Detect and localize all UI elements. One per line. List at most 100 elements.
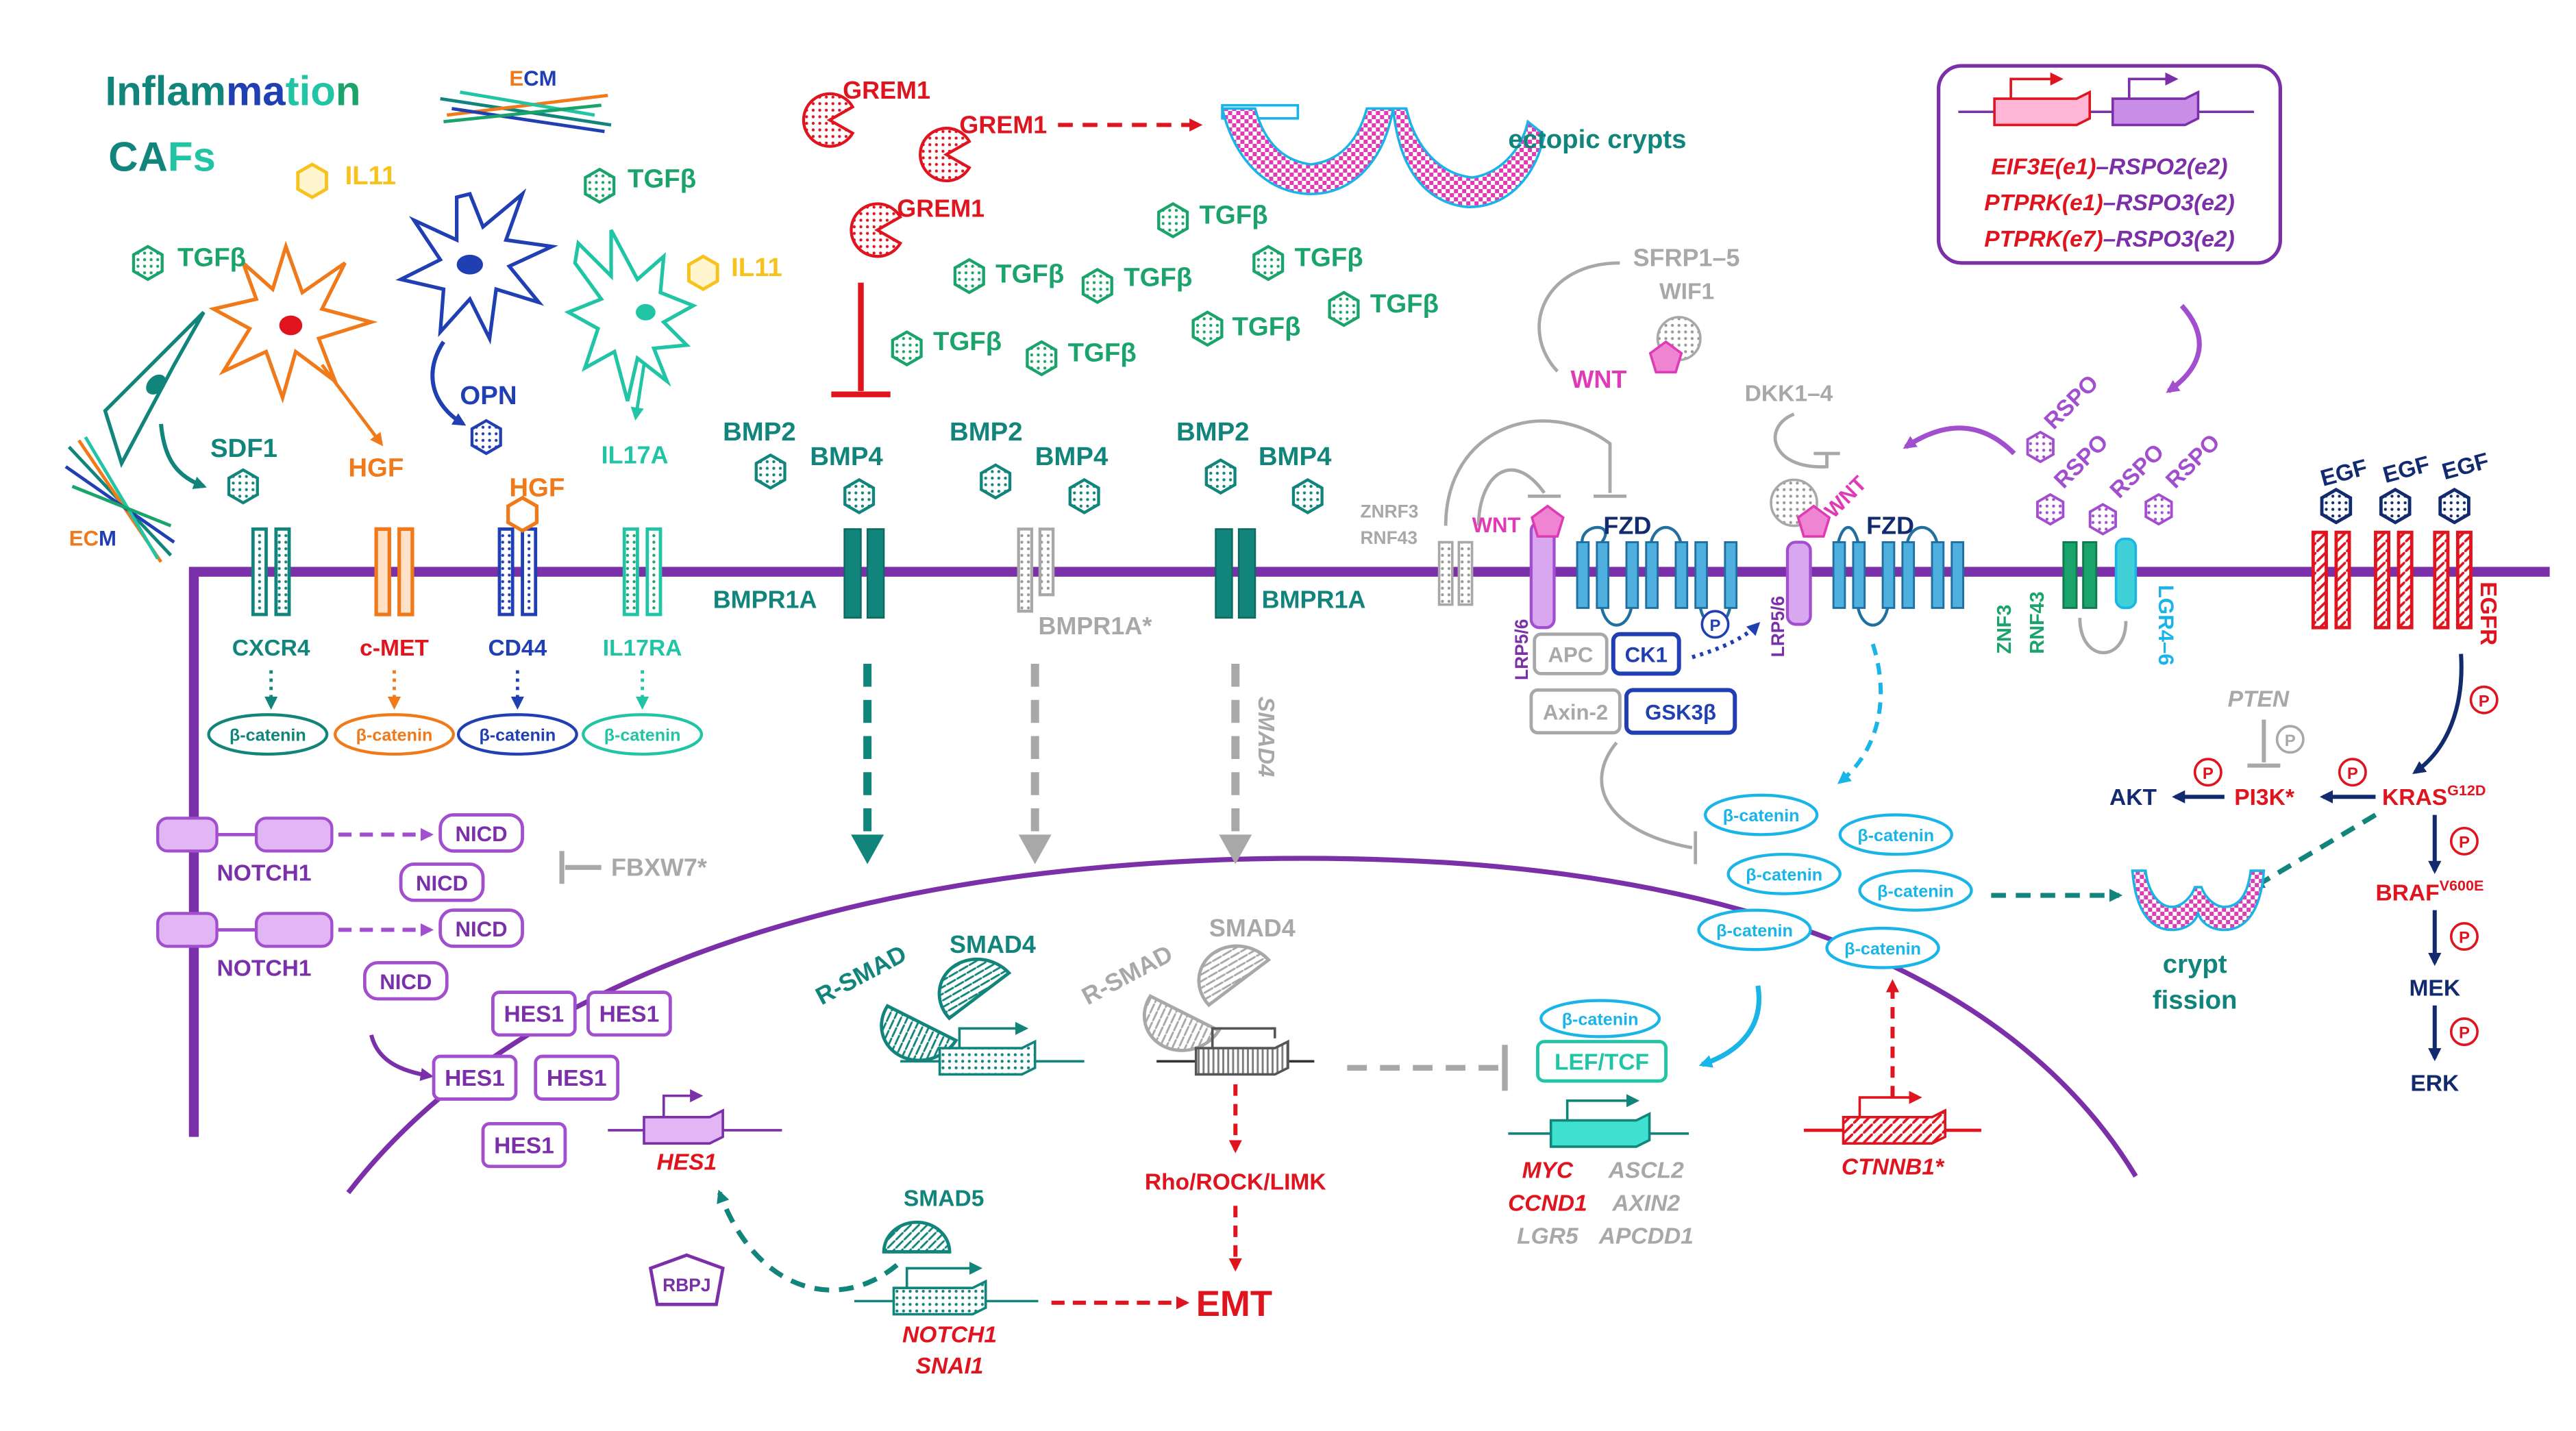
wnt-label: WNT (1472, 513, 1521, 537)
grem1-inhibition (831, 282, 891, 397)
arrow-kras-crypt-fission (2251, 812, 2377, 890)
opn-hexagon (472, 421, 501, 453)
notch1-label: NOTCH1 (217, 860, 312, 886)
ecm-label-top: ECM (509, 66, 556, 90)
notch1-receptor-top (156, 817, 334, 853)
phospho-badge (2275, 725, 2305, 754)
tgfb-hexagon (585, 169, 614, 202)
svg-text:NICD: NICD (456, 822, 508, 846)
bmp2-hexagon (981, 465, 1010, 498)
cxcr4-label: CXCR4 (232, 636, 310, 661)
phospho-badge (2449, 826, 2479, 856)
ctnnb1-gene (1803, 1091, 1981, 1145)
notch1-gene-label: NOTCH1 (902, 1322, 997, 1347)
rnf43-label: RNF43 (2027, 591, 2048, 654)
bmp2-label: BMP2 (723, 417, 796, 447)
tgfb-label: TGFβ (1295, 243, 1363, 273)
fibroblast-teal-cell (103, 310, 206, 469)
arrow-egfr-kras (2412, 654, 2464, 774)
lef-tcf-complex: β-catenin LEF/TCF (1536, 999, 1668, 1083)
sfrp-label: SFRP1–5 (1633, 244, 1740, 272)
arrow-teal-sdf1 (159, 423, 207, 489)
fbxw7-inhibition (559, 851, 602, 884)
hes1-protein: HES1 (481, 1121, 567, 1169)
phospho-badge (2338, 758, 2367, 787)
erk-label: ERK (2410, 1071, 2459, 1096)
lgr5-gene: LGR5 (1517, 1223, 1579, 1249)
svg-text:β-catenin: β-catenin (479, 726, 556, 745)
wnt-ligand (1531, 504, 1565, 538)
rspo-ligand (2026, 430, 2055, 463)
znf3-label: ZNF3 (1994, 605, 2016, 654)
lgr46-label: LGR4–6 (2154, 585, 2178, 666)
feedback-loop (1476, 468, 1546, 526)
arrow-bcat-lef (1698, 985, 1761, 1068)
cmet-receptor (374, 527, 414, 617)
grem1-label: GREM1 (897, 195, 984, 223)
arrow-blue-opn (430, 340, 467, 426)
arrowhead (851, 834, 884, 864)
ecm-label-left: ECM (69, 526, 116, 550)
ctnnb1-label: CTNNB1* (1842, 1155, 1945, 1180)
grem1-protein (851, 204, 900, 257)
phospho-label: P (2347, 764, 2358, 783)
cafs-label: CAFs (108, 134, 216, 180)
phospho-badge (2193, 758, 2222, 787)
ascl2-gene: ASCL2 (1608, 1158, 1684, 1184)
znrf3-top-label: ZNRF3 (1361, 501, 1419, 522)
lgr46-receptor (2114, 537, 2138, 610)
beta-catenin: β-catenin (1726, 852, 1842, 895)
caf-orange-cell (208, 240, 378, 404)
tgfb-label: TGFβ (1068, 338, 1137, 368)
bmp4-label: BMP4 (1035, 442, 1109, 471)
ectopic-crypts (1220, 103, 1546, 209)
smad4-mutant-protein (1197, 944, 1272, 1008)
rspo-label: RSPO (2049, 430, 2113, 493)
smad4-mutant-label: SMAD4 (1209, 914, 1296, 942)
fzd-label: FZD (1866, 512, 1914, 540)
tgfb-hexagon (134, 247, 162, 279)
kras-label: KRASG12D (2382, 782, 2486, 810)
rspo-fusion-box (1936, 64, 2283, 265)
beta-catenin-cxcr4: β-catenin (207, 713, 329, 756)
pi3k-label: PI3K* (2234, 785, 2295, 810)
il11-hexagon (689, 256, 717, 289)
notch1-label: NOTCH1 (217, 956, 312, 982)
bmp2-hexagon (1206, 460, 1235, 493)
ck1-protein: CK1 (1611, 632, 1681, 676)
svg-text:β-catenin: β-catenin (1877, 882, 1954, 901)
myc-gene: MYC (1522, 1158, 1574, 1184)
svg-text:β-catenin: β-catenin (1716, 921, 1793, 941)
egf-label: EGF (2380, 451, 2432, 488)
smad4-mutant-label: SMAD4 (1253, 697, 1278, 777)
lrp56-receptor (1785, 540, 1812, 626)
hes1-gene (608, 1089, 782, 1145)
bmp4-hexagon (845, 480, 874, 512)
beta-catenin-pool: β-catenin β-catenin β-catenin β-catenin … (1697, 793, 1973, 969)
notch1-snai1-gene (854, 1261, 1039, 1316)
tgfb-label: TGFβ (1232, 312, 1300, 341)
bmp4-label: BMP4 (810, 442, 883, 471)
beta-catenin: β-catenin (1825, 926, 1940, 969)
hes1-protein: HES1 (586, 991, 672, 1037)
bmpr1a-mutant-receptor (1017, 527, 1055, 613)
smad4-protein (937, 957, 1012, 1021)
svg-text:β-catenin: β-catenin (1844, 939, 1921, 958)
tgfb-hexagon (1083, 269, 1112, 302)
phospho-label: P (2203, 764, 2214, 783)
arrow-fzd-bcat (1837, 643, 1883, 784)
bmp4-hexagon (1070, 480, 1099, 512)
hgf-hexagon (508, 498, 537, 531)
dkk-label: DKK1–4 (1745, 381, 1833, 406)
nicd-protein: NICD (362, 960, 449, 1001)
grem1-label: GREM1 (959, 110, 1047, 138)
axin2-protein: Axin-2 (1529, 688, 1622, 735)
phospho-label: P (2459, 834, 2470, 852)
rspo-ligand (2036, 493, 2065, 526)
svg-text:GSK3β: GSK3β (1645, 700, 1716, 724)
svg-text:HES1: HES1 (547, 1066, 607, 1091)
rspo-label: RSPO (2161, 430, 2225, 493)
wnt-label: WNT (1570, 365, 1626, 393)
beta-catenin-il17ra: β-catenin (582, 713, 704, 756)
ecm-fibers-left (64, 436, 175, 563)
